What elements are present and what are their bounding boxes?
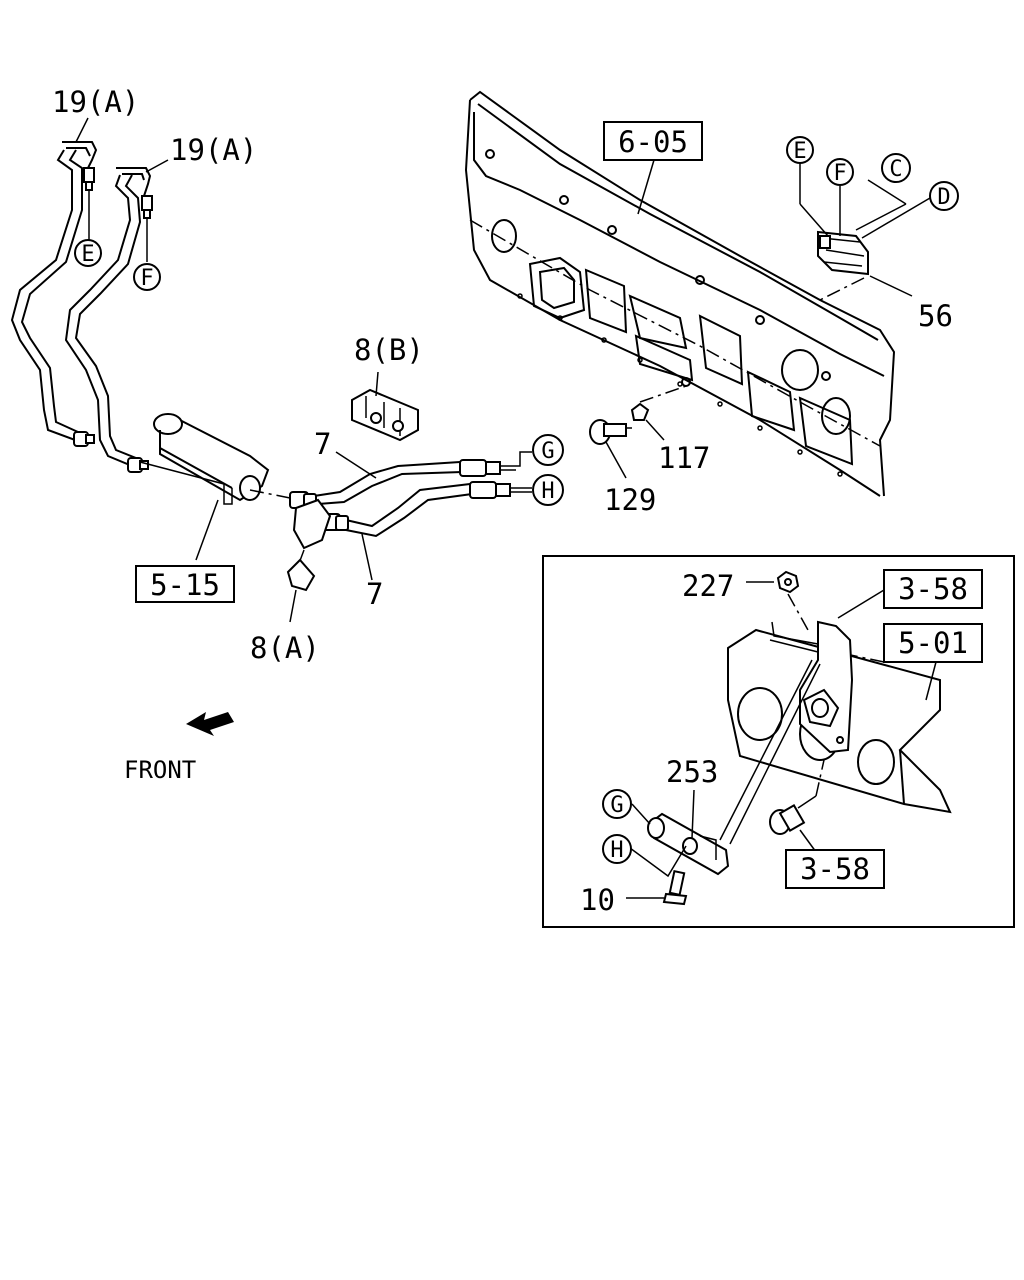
label-8a: 8(A) (250, 631, 320, 665)
label-56: 56 (918, 299, 953, 333)
label-5-15-box: 5-15 (135, 565, 235, 603)
label-3-58-top: 3-58 (898, 572, 968, 606)
bolt-129 (589, 419, 632, 445)
label-19a-right: 19(A) (170, 133, 257, 167)
label-7-bottom: 7 (366, 577, 383, 611)
bracket-3-58 (719, 589, 885, 845)
label-3-58-bottom-box: 3-58 (785, 849, 885, 889)
svg-text:F: F (833, 161, 846, 186)
bracket-56 (799, 162, 931, 301)
svg-text:G: G (541, 439, 554, 464)
inset-frame (542, 555, 1015, 928)
svg-text:D: D (937, 185, 950, 210)
circle-e-panel: E (786, 136, 814, 164)
label-227: 227 (682, 569, 734, 603)
circle-h-hose: H (532, 474, 564, 506)
front-label: FRONT (124, 756, 196, 784)
label-5-15: 5-15 (150, 568, 220, 602)
svg-text:G: G (610, 793, 623, 818)
brake-pipes (10, 117, 169, 473)
label-5-01: 5-01 (898, 626, 968, 660)
svg-text:H: H (610, 838, 623, 863)
label-3-58-top-box: 3-58 (883, 569, 983, 609)
label-7-top: 7 (314, 427, 331, 461)
label-3-58-bottom: 3-58 (800, 852, 870, 886)
label-8b: 8(B) (354, 333, 424, 367)
circle-d-panel: D (929, 181, 959, 211)
svg-text:C: C (889, 157, 902, 182)
clip-8b (351, 371, 419, 442)
circle-c-panel: C (881, 153, 911, 183)
clip-8a (286, 498, 332, 623)
bolt-3-58 (769, 759, 825, 853)
nut-227 (746, 570, 809, 631)
bulkhead-panel (464, 90, 896, 497)
circle-g-inset: G (602, 789, 632, 819)
nut-117 (630, 402, 650, 421)
label-129: 129 (604, 483, 656, 517)
bolt-10 (626, 870, 688, 906)
svg-text:E: E (793, 139, 806, 164)
label-253: 253 (666, 755, 718, 789)
label-6-05: 6-05 (618, 125, 688, 159)
hoses (289, 451, 532, 581)
circle-g-hose: G (532, 434, 564, 466)
circle-e-pipe: E (74, 239, 102, 267)
svg-text:F: F (140, 266, 153, 291)
junction-253 (629, 789, 730, 878)
label-117: 117 (658, 441, 710, 475)
label-6-05-box: 6-05 (603, 121, 703, 161)
svg-text:H: H (541, 479, 554, 504)
circle-f-panel: F (826, 158, 854, 186)
circle-f-pipe: F (133, 263, 161, 291)
label-19a-left: 19(A) (52, 85, 139, 119)
circle-h-inset: H (602, 834, 632, 864)
front-arrow-icon (186, 712, 234, 736)
junction-block (139, 413, 291, 561)
label-5-01-box: 5-01 (883, 623, 983, 663)
label-10: 10 (580, 883, 615, 917)
svg-text:E: E (81, 242, 94, 267)
